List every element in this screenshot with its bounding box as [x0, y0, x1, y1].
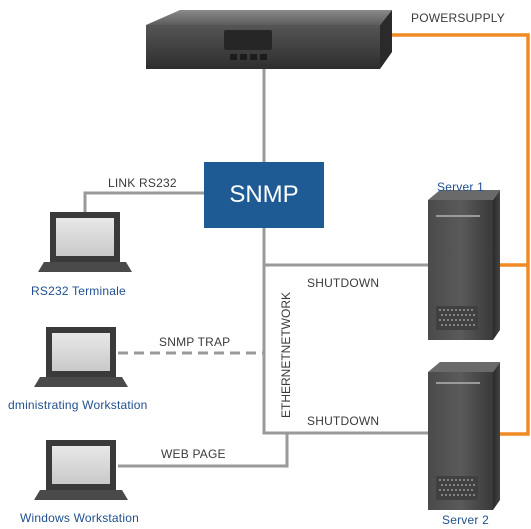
- windows-workstation-laptop-icon: [34, 440, 128, 500]
- shutdown-top-label: SHUTDOWN: [307, 276, 380, 290]
- web-page-line: [118, 433, 289, 468]
- server-1-label: Server 1: [437, 180, 484, 194]
- server-1-tower: [428, 190, 500, 340]
- admin-workstation-label: dministrating Workstation: [8, 398, 148, 412]
- network-lines: [83, 68, 428, 468]
- admin-workstation-laptop-icon: [34, 327, 128, 387]
- server-2-label: Server 2: [442, 513, 489, 527]
- link-rs232-label: LINK RS232: [108, 176, 177, 190]
- windows-workstation-label: Windows Workstation: [20, 511, 139, 525]
- server-2-vent: [438, 478, 476, 497]
- server-1-vent: [438, 308, 476, 327]
- rs232-terminal-label: RS232 Terminale: [31, 284, 126, 298]
- snmp-card: SNMP: [204, 162, 324, 228]
- server-2-tower: [428, 362, 500, 510]
- powersupply-label: POWERSUPPLY: [411, 11, 505, 25]
- power-line-main: [383, 33, 530, 436]
- rs232-terminal-laptop-icon: [38, 212, 132, 272]
- ups-device: [146, 10, 392, 69]
- link-rs232-line: [83, 191, 204, 212]
- ethernet-network-label: ETHERNETNETWORK: [279, 292, 293, 418]
- snmp-trap-label: SNMP TRAP: [159, 335, 231, 349]
- web-page-label: WEB PAGE: [161, 447, 226, 461]
- ethernet-backbone-line: [262, 228, 428, 435]
- ups-display: [224, 30, 272, 50]
- shutdown-bottom-label: SHUTDOWN: [307, 414, 380, 428]
